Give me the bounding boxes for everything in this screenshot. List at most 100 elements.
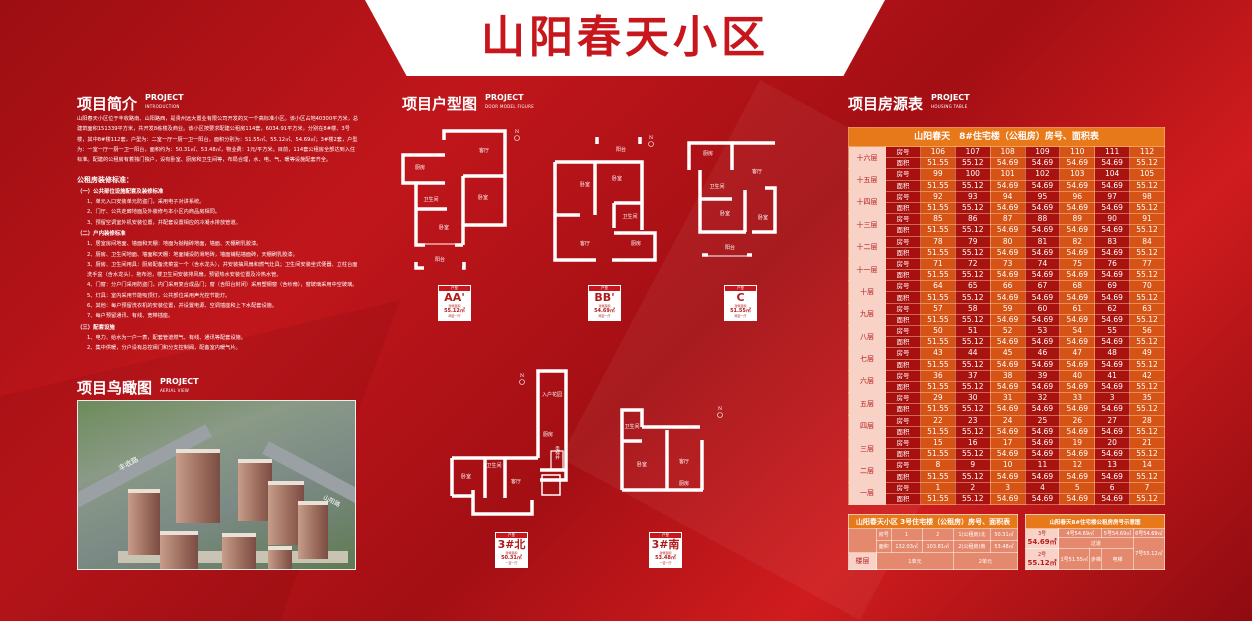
row-type-label: 房号: [885, 347, 921, 360]
area-cell: 51.55: [920, 157, 956, 170]
area-cell: 55.12: [954, 492, 991, 506]
badge-name: C: [736, 291, 745, 304]
row-type-label: 面积: [885, 201, 921, 215]
room-number-cell: 58: [954, 302, 991, 315]
area-cell: 54.69: [989, 157, 1026, 170]
room-number-cell: 31: [989, 392, 1026, 405]
row-type-label: 房号: [885, 235, 921, 248]
row-type-label: 面积: [885, 179, 921, 192]
room-number-cell: 54: [1059, 324, 1096, 338]
area-cell: 54.69: [989, 425, 1026, 438]
area-cell: 54.69: [1059, 380, 1096, 394]
badge-layout: 两室一厅: [598, 314, 611, 318]
area-cell: 54.69: [1094, 403, 1131, 416]
area-cell: 54.69: [1024, 157, 1061, 170]
room-number-cell: 59: [989, 302, 1026, 315]
floor-label: 三层: [848, 436, 886, 461]
cell: 步梯: [1089, 548, 1103, 570]
area-cell: 55.12: [1129, 470, 1165, 483]
room-number-cell: 89: [1059, 213, 1096, 226]
north-arrow-icon: N: [649, 135, 654, 141]
room-number-cell: 109: [1024, 145, 1061, 159]
section-title: 项目户型图: [402, 95, 478, 113]
cell: 5号54.69㎡: [1101, 527, 1134, 539]
room-number-cell: 91: [1129, 213, 1165, 226]
room-number-cell: 30: [954, 392, 991, 405]
area-cell: 54.69: [1024, 358, 1061, 371]
area-cell: 54.69: [989, 246, 1026, 259]
en-title: PROJECT: [485, 93, 524, 102]
room-number-cell: 2: [954, 481, 991, 494]
area-cell: 54.69: [989, 201, 1026, 215]
room-label: 卫生间: [709, 183, 724, 190]
room-number-cell: 61: [1059, 302, 1096, 315]
row-type-label: 面积: [885, 380, 921, 394]
badge-name: 3#北: [497, 538, 526, 551]
area-cell: 55.12: [954, 291, 991, 304]
room-number-cell: 28: [1129, 414, 1165, 427]
area-cell: 54.69: [1094, 313, 1131, 327]
area-cell: 54.69: [989, 313, 1026, 327]
room-number-cell: 13: [1094, 459, 1131, 472]
cell: [848, 527, 877, 554]
cell: 1: [890, 527, 923, 542]
room-label: 厨房: [703, 150, 713, 157]
room-label: 阳台: [616, 146, 626, 153]
area-cell: 51.55: [920, 336, 956, 349]
room-number-cell: 112: [1129, 145, 1165, 159]
floor-label: 十三层: [848, 213, 886, 237]
badge-type-label: 户型: [439, 286, 470, 291]
area-cell: 55.12: [954, 470, 991, 483]
area-cell: 55.12: [954, 425, 991, 438]
room-label: 客厅: [511, 478, 521, 485]
area-cell: 54.69: [989, 291, 1026, 304]
row-type-label: 房号: [885, 369, 921, 382]
cell: 2: [921, 527, 954, 542]
row-type-label: 面积: [885, 291, 921, 304]
area-cell: 54.69: [1059, 336, 1096, 349]
room-number-cell: 51: [954, 324, 991, 338]
area-cell: 54.69: [1094, 291, 1131, 304]
en-subtitle: INTRODUCTION: [145, 104, 180, 109]
area-cell: 55.12: [954, 269, 991, 282]
en-title: PROJECT: [160, 377, 199, 386]
cell: 4号54.69㎡: [1058, 527, 1103, 539]
standards-group-title: （一）公共部位设施配套及装修标准: [77, 188, 164, 195]
intro-paragraph: 山阳春天小区位于丰收路南、山阳路西，是贵州远大置业有限公司开发的又一个高标准小区…: [77, 116, 359, 164]
room-number-cell: 65: [954, 280, 991, 293]
room-number-cell: 57: [920, 302, 956, 315]
en-title: PROJECT: [931, 93, 970, 102]
area-cell: 54.69: [989, 492, 1026, 506]
area-cell: 54.69: [1059, 269, 1096, 282]
floor-plan-c: [687, 141, 777, 257]
row-type-label: 房号: [885, 168, 921, 181]
room-number-cell: 95: [1024, 190, 1061, 203]
room-label: 客厅: [479, 147, 489, 154]
area-cell: 54.69: [1024, 448, 1061, 461]
cell: 面积: [876, 540, 892, 554]
table-title: 山阳春天 8#住宅楼（公租房）房号、面积表: [848, 127, 1165, 147]
badge-type-label: 户型: [589, 286, 620, 291]
area-cell: 54.69: [1059, 201, 1096, 215]
room-number-cell: 3: [1094, 392, 1131, 405]
room-number-cell: 62: [1094, 302, 1131, 315]
cell: 103.81㎡: [921, 540, 954, 554]
area-cell: 55.12: [1129, 380, 1165, 394]
area-cell: 55.12: [954, 201, 991, 215]
